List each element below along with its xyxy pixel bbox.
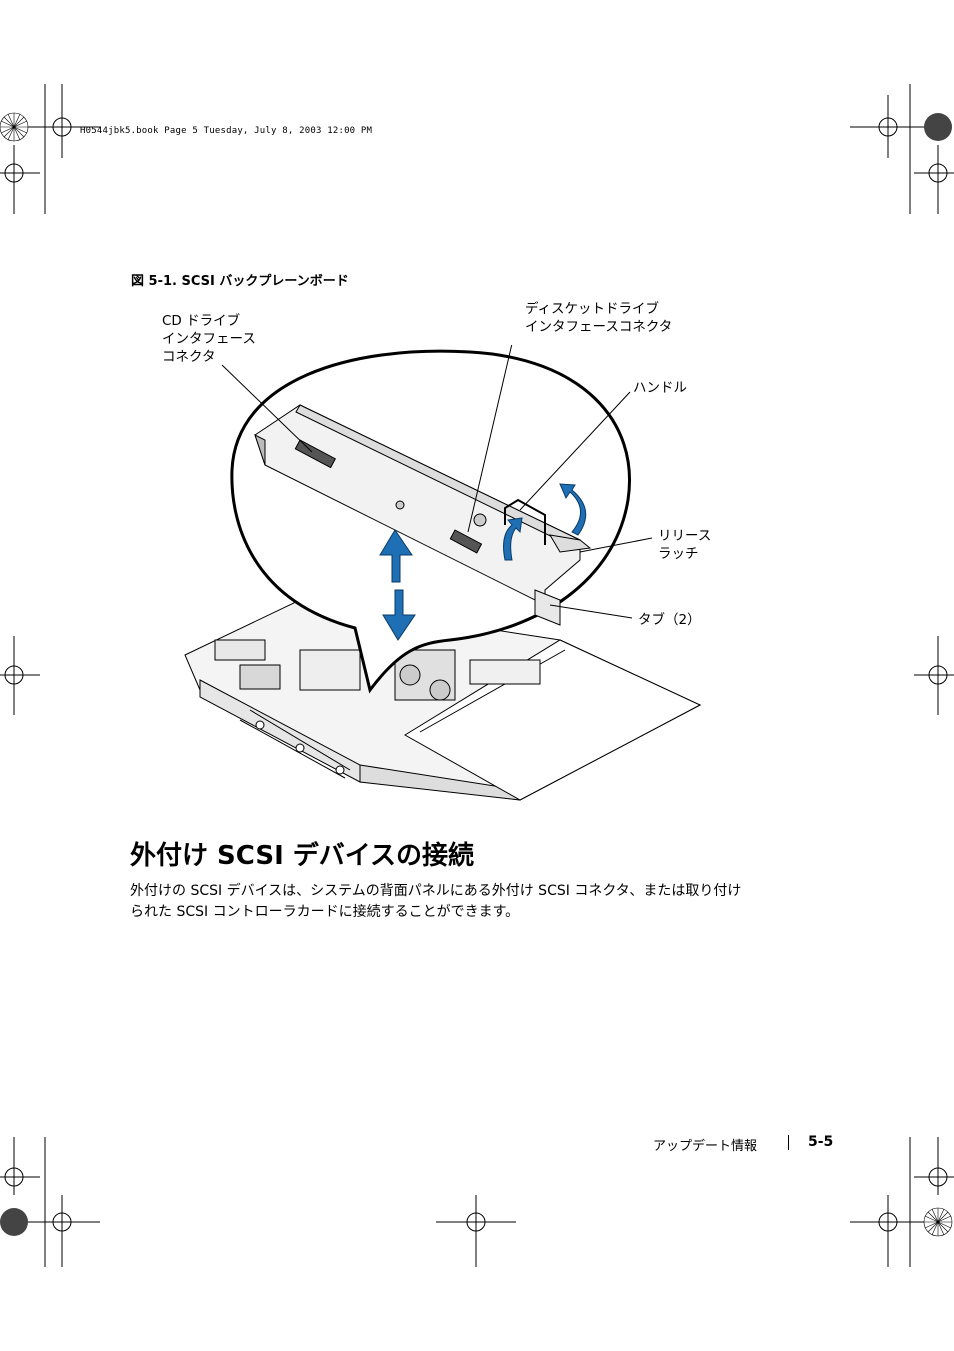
callout-cd-interface: CD ドライブ インタフェース コネクタ	[162, 313, 256, 365]
callout-tabs: タブ（2）	[638, 612, 701, 628]
callout-diskette-interface: ディスケットドライブ インタフェースコネクタ	[525, 301, 673, 335]
footer-divider	[788, 1135, 789, 1150]
figure-caption: 図 5-1. SCSI バックプレーンボード	[131, 274, 349, 289]
footer-section-title: アップデート情報	[653, 1139, 758, 1154]
print-slug: H0544jbk5.book Page 5 Tuesday, July 8, 2…	[80, 126, 373, 136]
callout-release-latch: リリース ラッチ	[658, 528, 712, 562]
footer-page-number: 5-5	[808, 1134, 834, 1150]
callout-handle: ハンドル	[633, 380, 687, 396]
backplane-illustration	[184, 345, 702, 801]
section-heading: 外付け SCSI デバイスの接続	[130, 841, 475, 871]
section-body: 外付けの SCSI デバイスは、システムの背面パネルにある外付け SCSI コネ…	[130, 883, 742, 920]
